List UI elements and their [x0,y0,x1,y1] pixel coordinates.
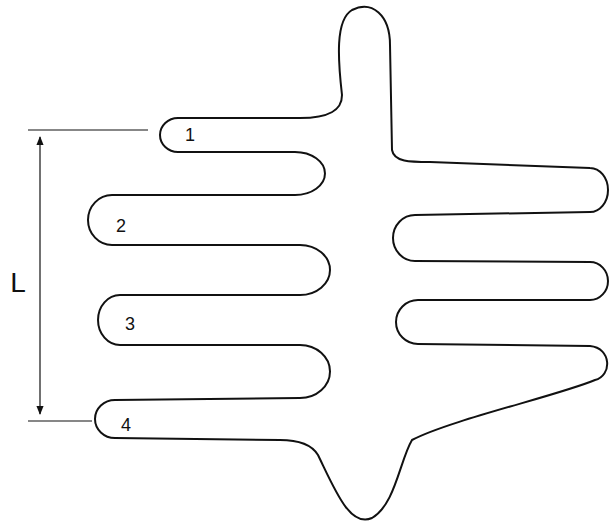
callout-number: 2 [116,217,126,235]
dimension-tick [28,129,148,130]
callout-number: 1 [185,126,195,144]
dimension-arrow [39,137,40,414]
callout-number: 3 [125,315,135,333]
callout-number: 4 [121,416,131,434]
dimension-tick [28,420,92,421]
villus-outline [88,7,608,520]
dimension-label: L [10,269,26,297]
